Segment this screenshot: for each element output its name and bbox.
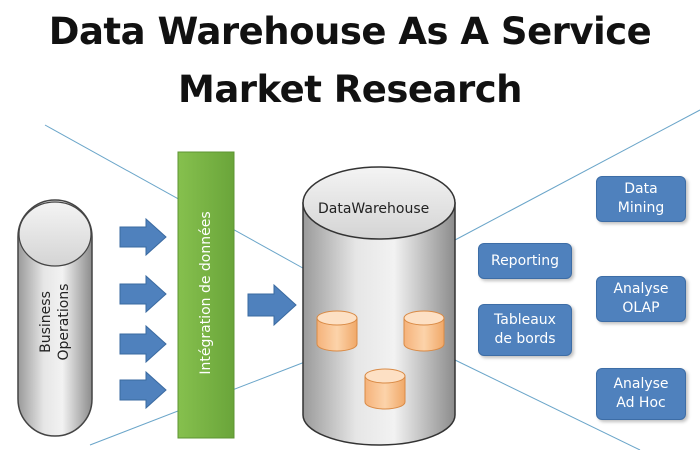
page-title-line-2: Market Research	[178, 68, 523, 111]
business-operations-label-line-1: Business	[38, 291, 54, 353]
analyse-ad-hoc-box: Analyse Ad Hoc	[596, 368, 686, 420]
page-title-line-1: Data Warehouse As A Service	[48, 10, 652, 53]
arrow-icon	[119, 274, 167, 314]
arrow-icon	[119, 370, 167, 410]
database-icon	[316, 310, 358, 352]
olap-label-line-2: OLAP	[622, 300, 660, 316]
data-warehouse-cylinder	[302, 166, 456, 446]
input-arrows	[119, 217, 297, 410]
business-operations-label: Business Operations	[37, 284, 73, 361]
database-icon	[403, 310, 445, 352]
reporting-label: Reporting	[490, 252, 560, 269]
data-mining-label-line-1: Data	[624, 181, 658, 197]
arrow-icon	[119, 217, 167, 257]
data-mining-box: Data Mining	[596, 176, 686, 222]
tableaux-label-line-1: Tableaux	[494, 312, 556, 328]
ad-hoc-label-line-2: Ad Hoc	[616, 395, 666, 411]
data-mart-icons	[316, 310, 445, 410]
data-warehouse-label: DataWarehouse	[318, 201, 430, 217]
ad-hoc-label-line-1: Analyse	[613, 376, 669, 392]
data-mining-label-line-2: Mining	[617, 200, 665, 216]
perspective-line-bottom-right	[454, 359, 641, 450]
reporting-box: Reporting	[478, 243, 572, 279]
perspective-line-top-right	[454, 109, 700, 241]
integration-label: Intégration de données	[198, 211, 214, 375]
business-operations-cylinder	[17, 199, 93, 437]
tableaux-label-line-2: de bords	[494, 331, 556, 347]
olap-label-line-1: Analyse	[613, 281, 669, 297]
tableaux-de-bords-box: Tableaux de bords	[478, 304, 572, 356]
arrow-icon	[247, 283, 297, 327]
analyse-olap-box: Analyse OLAP	[596, 276, 686, 322]
business-operations-label-line-2: Operations	[56, 283, 72, 361]
arrow-icon	[119, 324, 167, 364]
database-icon	[364, 368, 406, 410]
integration-bar	[177, 151, 235, 439]
